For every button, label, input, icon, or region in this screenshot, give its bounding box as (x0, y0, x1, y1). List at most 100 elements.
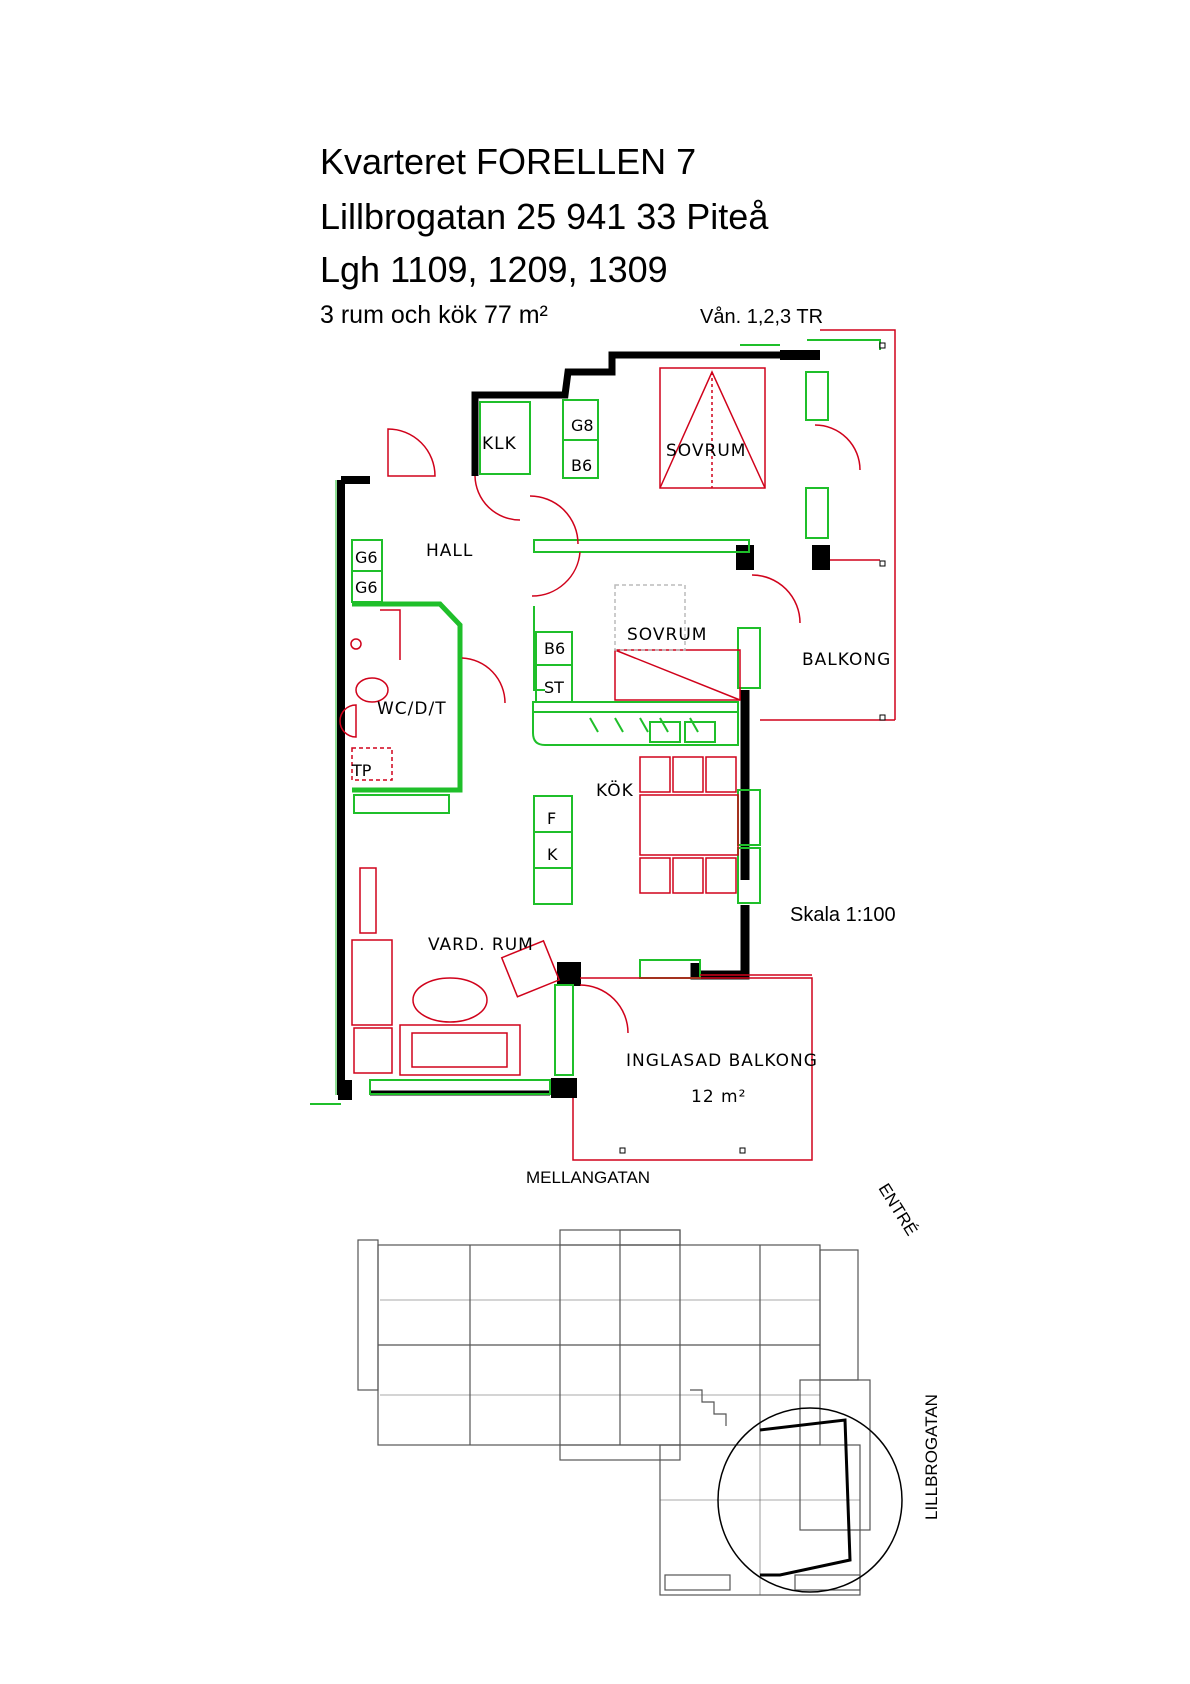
pillar-a (736, 545, 754, 570)
sofa (399, 1024, 521, 1076)
street-entre: ENTRÉ (875, 1180, 922, 1239)
inglasad-rail (572, 977, 813, 1161)
room-wc: WC/D/T (377, 699, 447, 719)
key-plan (357, 1229, 871, 1596)
door-sovrum-1 (529, 495, 579, 545)
key-plan-highlight (759, 1418, 852, 1577)
fixture-g6-b: G6 (355, 578, 378, 597)
armchair-right (500, 939, 561, 998)
dining-table (639, 794, 739, 856)
key-plan-circle (717, 1407, 903, 1593)
kitchen-sink (649, 721, 681, 743)
floor-levels: Vån. 1,2,3 TR (700, 306, 824, 328)
street-lillbrogatan: LILLBROGATAN (922, 1394, 941, 1520)
chair-6 (705, 756, 737, 793)
tp-washer (351, 747, 393, 781)
street-mellangatan: MELLANGATAN (526, 1168, 650, 1187)
door-inglasad (579, 984, 629, 1034)
room-balkong: BALKONG (802, 650, 891, 670)
key-stairs (690, 1389, 727, 1426)
fridge-block (533, 795, 573, 905)
fixture-st: ST (544, 678, 564, 697)
post-5 (739, 1147, 746, 1154)
window-sovrum-2 (737, 627, 761, 689)
east-balcony-rail (820, 329, 896, 720)
door-klk (474, 475, 521, 521)
key-balcony-bottom (559, 1444, 681, 1461)
chair-4 (639, 756, 671, 793)
shower-outline (380, 609, 401, 660)
fixture-tp: TP (351, 761, 372, 780)
key-balcony-top-2 (619, 1229, 681, 1246)
sofa-seat (411, 1032, 508, 1068)
door-sovrum-balkong (814, 424, 861, 471)
north-wall (471, 351, 820, 476)
key-wing-south-east (799, 1379, 871, 1531)
key-wing-west-edge (357, 1239, 379, 1391)
rail-posts (619, 342, 886, 1154)
washbasin (339, 704, 357, 738)
door-balkong (751, 574, 801, 624)
pillar-c (557, 962, 581, 986)
north-balcony-rail (807, 339, 881, 350)
red-furniture (339, 329, 896, 1161)
east-wall-lower (690, 905, 750, 980)
green-fixtures (310, 339, 881, 1105)
pillar-e (338, 1080, 352, 1100)
fixture-b6-sov: B6 (544, 639, 565, 658)
chair-3 (705, 857, 737, 894)
fixture-g6-a: G6 (355, 548, 378, 567)
shower-drain (350, 638, 362, 650)
key-wing-east (819, 1249, 859, 1381)
room-sovrum-2: SOVRUM (627, 625, 707, 645)
bathroom-shelf (353, 794, 450, 814)
key-highlighted-apartment (759, 1418, 852, 1577)
fixture-k: K (547, 845, 558, 864)
door-wc (461, 657, 506, 704)
window-kok-b (737, 847, 761, 904)
room-sovrum-1: SOVRUM (666, 441, 746, 461)
side-table (353, 1027, 393, 1074)
fixture-f: F (547, 809, 556, 828)
apartment-numbers: Lgh 1109, 1209, 1309 (320, 249, 668, 290)
fixture-b6-klk: B6 (571, 456, 592, 475)
room-inglasad: INGLASAD BALKONG (626, 1051, 818, 1071)
pillar-b (812, 545, 830, 570)
chair-2 (672, 857, 704, 894)
door-hall-entry (387, 428, 436, 477)
bed-2-diagonal (614, 649, 741, 701)
key-balcony-south-1 (664, 1574, 731, 1591)
block-title: Kvarteret FORELLEN 7 (320, 141, 697, 182)
bed-2-ghost (614, 584, 686, 651)
kitchen-counter-details (589, 717, 699, 733)
coffee-table (412, 977, 488, 1023)
window-sovrum-a (805, 371, 829, 421)
door-sovrum-2 (531, 551, 581, 597)
kitchen-stove (684, 721, 716, 743)
apartment-size: 3 rum och kök 77 m² (320, 301, 548, 329)
window-vardrum-south (369, 1079, 551, 1095)
room-inglasad-area: 12 m² (691, 1087, 746, 1107)
room-vardrum: VARD. RUM (428, 935, 534, 955)
room-klk: KLK (482, 434, 517, 454)
room-hall: HALL (426, 541, 473, 561)
chair-5 (672, 756, 704, 793)
address-title: Lillbrogatan 25 941 33 Piteå (320, 196, 769, 237)
fixture-g8: G8 (571, 416, 594, 435)
room-kok: KÖK (596, 779, 634, 801)
bookshelf (359, 867, 377, 934)
chair-1 (639, 857, 671, 894)
kitchen-counter (532, 701, 739, 746)
bedroom-wall-strip (533, 539, 750, 553)
post-1 (879, 342, 886, 349)
post-3 (879, 714, 886, 721)
pillar-d (551, 1078, 577, 1098)
bedroom-closet-wall (533, 606, 545, 691)
window-vardrum-east (554, 984, 574, 1076)
post-2 (879, 560, 886, 567)
scale-label: Skala 1:100 (790, 904, 896, 926)
klk-closet-outline (479, 401, 531, 475)
armchair-left (351, 939, 393, 1026)
